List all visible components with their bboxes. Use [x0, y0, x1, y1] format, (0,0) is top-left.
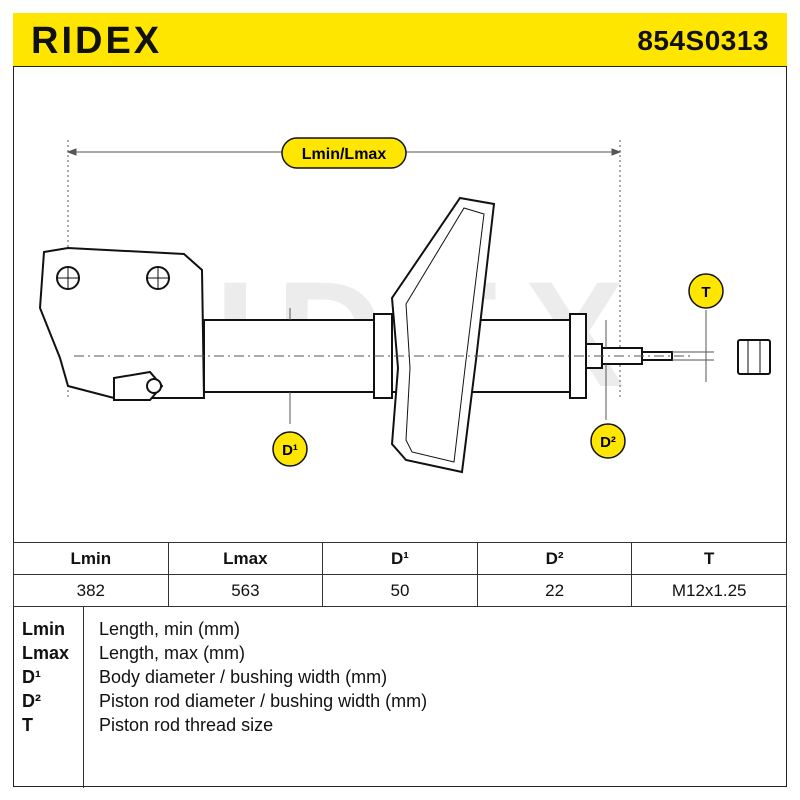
col-lmin: Lmin [13, 542, 169, 575]
t-label: T [688, 273, 724, 309]
col-d1: D¹ [322, 542, 478, 575]
value-lmax: 563 [167, 574, 324, 607]
nut-icon [737, 339, 771, 375]
col-lmax: Lmax [167, 542, 324, 575]
thread-dimension [672, 310, 714, 382]
specs-value-row: 382 563 50 22 M12x1.25 [13, 574, 787, 607]
col-d2: D² [476, 542, 633, 575]
legend-divider [83, 607, 84, 788]
value-t: M12x1.25 [631, 574, 787, 607]
spring-seat [390, 196, 496, 474]
brand-logo-text: RIDEX [31, 20, 162, 60]
d1-label: D¹ [272, 431, 308, 467]
value-lmin: 382 [13, 574, 169, 607]
d2-label: D² [590, 423, 626, 459]
legend: Lmin Length, min (mm) Lmax Length, max (… [13, 606, 787, 788]
legend-key: D² [22, 691, 41, 711]
svg-text:D¹: D¹ [282, 442, 298, 459]
legend-item: D² Piston rod diameter / bushing width (… [13, 691, 787, 715]
legend-desc: Piston rod diameter / bushing width (mm) [99, 691, 428, 711]
col-t: T [631, 542, 787, 575]
legend-item: D¹ Body diameter / bushing width (mm) [13, 667, 787, 691]
legend-desc: Body diameter / bushing width (mm) [99, 667, 388, 687]
specs-table: Lmin Lmax D¹ D² T 382 563 50 22 M12x1.25 [13, 542, 787, 607]
svg-text:Lmin/Lmax: Lmin/Lmax [302, 146, 387, 163]
legend-item: Lmax Length, max (mm) [13, 643, 787, 667]
legend-desc: Length, min (mm) [99, 619, 241, 639]
value-d1: 50 [322, 574, 478, 607]
legend-desc: Piston rod thread size [99, 715, 274, 735]
shock-absorber-strut-icon: RIDEX Lmin/Lmax [38, 137, 771, 474]
svg-text:T: T [701, 284, 710, 301]
mount-bracket [38, 246, 206, 401]
legend-key: T [22, 715, 33, 735]
legend-item: T Piston rod thread size [13, 715, 787, 739]
part-number: 854S0313 [637, 25, 769, 56]
legend-desc: Length, max (mm) [99, 643, 246, 663]
svg-text:D²: D² [600, 434, 616, 451]
header-bar: RIDEX 854S0313 [13, 13, 787, 67]
legend-key: Lmax [22, 643, 70, 663]
specs-header-row: Lmin Lmax D¹ D² T [13, 542, 787, 575]
legend-key: Lmin [22, 619, 65, 639]
ridex-logo: RIDEX [31, 20, 162, 60]
value-d2: 22 [476, 574, 633, 607]
length-label: Lmin/Lmax [281, 137, 407, 169]
legend-key: D¹ [22, 667, 41, 687]
legend-item: Lmin Length, min (mm) [13, 619, 787, 643]
technical-diagram: RIDEX Lmin/Lmax [14, 68, 786, 540]
